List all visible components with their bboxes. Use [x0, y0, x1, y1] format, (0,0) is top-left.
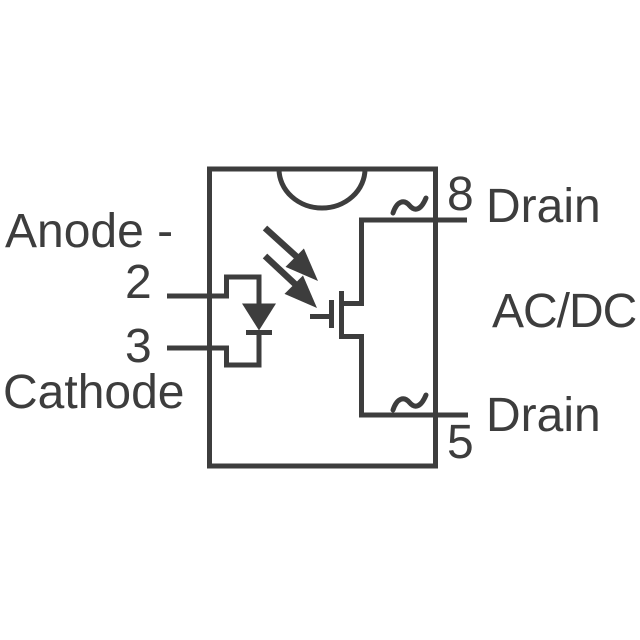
anode-label: Anode - — [5, 205, 173, 258]
package-orientation-notch-icon — [276, 168, 368, 211]
pin5-lead-wire — [341, 334, 468, 418]
drain-top-label: Drain — [486, 180, 601, 233]
light-arrow-1-head — [285, 248, 318, 281]
light-emission-arrows-icon — [262, 225, 318, 308]
cathode-label: Cathode — [3, 366, 184, 419]
light-arrow-2-head — [284, 275, 317, 308]
pin3-lead-wire — [167, 331, 262, 368]
pin2-lead-wire — [167, 274, 262, 305]
pin8-number: 8 — [447, 168, 474, 221]
light-arrow-2-shaft — [262, 253, 298, 287]
pin5-number: 5 — [447, 416, 474, 469]
ac-wave-bottom-icon — [390, 392, 429, 413]
mosfet-icon — [310, 291, 344, 339]
pin8-lead-wire — [341, 217, 467, 306]
pin2-number: 2 — [125, 256, 152, 309]
acdc-label: AC/DC — [492, 285, 636, 338]
ac-wave-top-icon — [390, 195, 429, 216]
light-arrow-1-shaft — [262, 225, 300, 260]
package-outline — [207, 166, 438, 469]
led-diode-icon — [242, 303, 276, 331]
drain-bottom-label: Drain — [486, 389, 601, 442]
pin3-number: 3 — [125, 320, 152, 373]
